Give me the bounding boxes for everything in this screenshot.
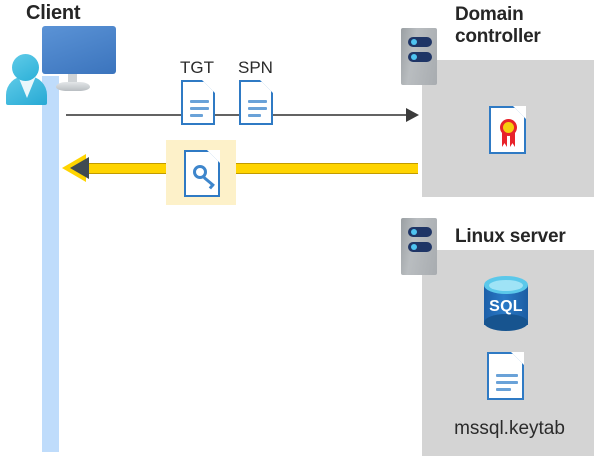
linux-server-label: Linux server bbox=[455, 226, 566, 247]
server-led bbox=[411, 229, 417, 235]
server-bay bbox=[408, 242, 432, 252]
request-arrow-head-icon bbox=[406, 108, 419, 122]
server-led bbox=[411, 54, 417, 60]
linux-server-icon bbox=[401, 218, 437, 275]
server-bay bbox=[408, 52, 432, 62]
server-bay bbox=[408, 227, 432, 237]
doc-line bbox=[190, 100, 209, 103]
tgt-label: TGT bbox=[180, 58, 214, 77]
domain-controller-server-icon bbox=[401, 28, 437, 85]
doc-line bbox=[248, 100, 267, 103]
seal-ribbon-left bbox=[502, 133, 507, 147]
monitor-screen-icon bbox=[42, 26, 116, 74]
person-head-icon bbox=[12, 54, 39, 81]
domain-controller-label: Domain controller bbox=[455, 4, 541, 47]
tgt-document-icon bbox=[181, 80, 215, 125]
server-led bbox=[411, 39, 417, 45]
db-cylinder-top-inner bbox=[489, 280, 523, 291]
doc-line bbox=[190, 114, 203, 117]
spn-document-icon bbox=[239, 80, 273, 125]
person-collar-icon bbox=[18, 76, 36, 98]
db-cylinder-bottom bbox=[484, 314, 528, 331]
request-arrow-line bbox=[66, 114, 411, 116]
key-ring bbox=[193, 165, 207, 179]
doc-line bbox=[496, 381, 518, 384]
monitor-neck-icon bbox=[68, 74, 77, 84]
sql-label: SQL bbox=[489, 298, 523, 315]
server-bay bbox=[408, 37, 432, 47]
doc-line bbox=[248, 114, 261, 117]
key-tooth bbox=[208, 183, 215, 190]
client-label: Client bbox=[26, 2, 81, 24]
monitor-base-icon bbox=[56, 82, 90, 91]
sql-database-icon: SQL bbox=[484, 276, 528, 332]
user-workstation-icon bbox=[6, 26, 116, 105]
certificate-document-icon bbox=[489, 106, 526, 154]
client-lifeline bbox=[42, 76, 59, 452]
seal-inner bbox=[503, 122, 514, 133]
server-led bbox=[411, 244, 417, 250]
doc-line bbox=[248, 107, 267, 110]
reply-arrow-head-icon bbox=[70, 157, 89, 179]
key-document-icon bbox=[184, 150, 220, 197]
doc-line bbox=[496, 388, 511, 391]
seal-ribbon-right bbox=[510, 133, 515, 147]
spn-label: SPN bbox=[238, 58, 273, 77]
doc-line bbox=[496, 374, 518, 377]
reply-arrow-line bbox=[82, 163, 418, 174]
keytab-document-icon bbox=[487, 352, 524, 400]
doc-line bbox=[190, 107, 209, 110]
keytab-filename-label: mssql.keytab bbox=[454, 418, 565, 439]
